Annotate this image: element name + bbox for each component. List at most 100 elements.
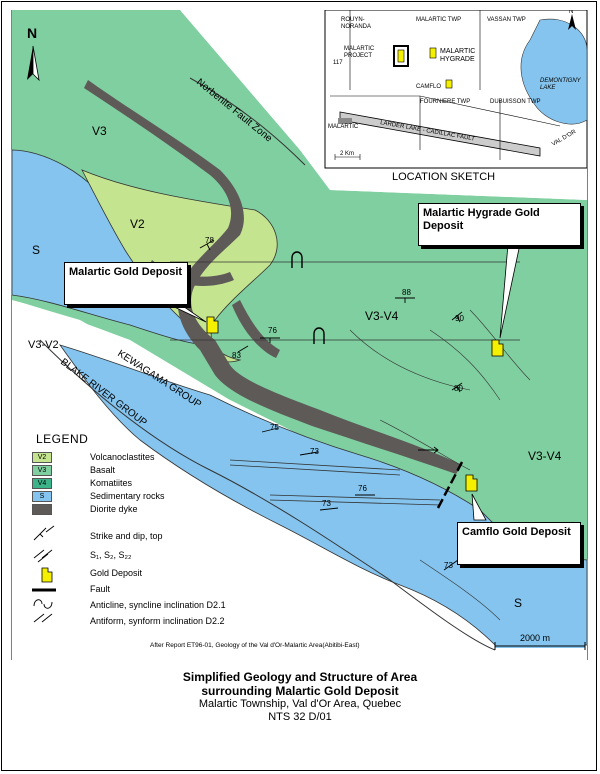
report-credit: After Report ET96-01, Geology of the Val…	[150, 642, 360, 649]
anticline-icon	[33, 599, 53, 609]
legend-title: LEGEND	[36, 432, 89, 446]
scale-bar: 2000 m	[494, 628, 586, 650]
unit-label-v3: V3	[92, 124, 107, 138]
trend-line-4	[419, 559, 501, 621]
callout-malartic-gold: Malartic Gold Deposit	[64, 262, 188, 305]
callout-malartic-hygrade-text: Malartic Hygrade Gold Deposit	[423, 207, 540, 232]
legend-row-diorite: Diorite dyke	[32, 504, 138, 515]
inset-rouyn: ROUYN-NORANDA	[341, 17, 371, 30]
diorite-dyke-3	[232, 300, 280, 358]
dip-value: 73	[322, 499, 331, 508]
dip-value: 88	[402, 288, 411, 297]
legend-row-v3: V3 Basalt	[32, 465, 115, 476]
inset-scale: 2 Km	[340, 151, 354, 157]
legend-row-s: S Sedimentary rocks	[32, 491, 165, 502]
legend-label-diorite: Diorite dyke	[90, 504, 138, 514]
legend-label-s: Sedimentary rocks	[90, 491, 165, 501]
caption-sub-line1: Malartic Township, Val d'Or Area, Quebec	[198, 698, 402, 710]
blake-river-contact	[39, 339, 496, 651]
caption-title-line1: Simplified Geology and Structure of Area	[182, 670, 418, 684]
dip-value: 76	[358, 484, 367, 493]
inset-north-letter: N	[569, 10, 573, 15]
legend-label-v3: Basalt	[90, 465, 116, 475]
north-arrow-letter: N	[27, 25, 37, 41]
trend-line-2	[429, 329, 501, 401]
fold-axis-3	[229, 459, 401, 471]
legend-swatch-diorite	[32, 504, 52, 515]
unit-label-v2: V2	[130, 217, 145, 231]
caption-sub-line2: NTS 32 D/01	[268, 711, 332, 723]
unit-label-s-east: S	[514, 596, 522, 610]
dip-values: 78 88 90 76 83 80 75 73 76 73 73	[205, 236, 464, 570]
unit-label-v3-v2: V3-V2	[28, 339, 59, 351]
inset-malartic-town: MALARTIC	[328, 124, 359, 130]
north-arrow: N	[27, 25, 40, 82]
inset-vassan-twp: VASSAN TWP	[487, 17, 526, 23]
anticline-symbol-1	[291, 251, 303, 268]
legend-label-antiform: Antiform, synform inclination D2.2	[90, 616, 225, 626]
dip-value: 83	[232, 351, 241, 360]
inset-route: 117	[333, 60, 343, 66]
legend-label-strike-dip: Strike and dip, top	[90, 531, 163, 541]
fold-axis-6	[269, 499, 441, 506]
diorite-dyke-1	[84, 80, 462, 474]
legend-label-fault: Fault	[90, 584, 111, 594]
fold-axis-4	[229, 464, 401, 476]
dip-value: 78	[205, 236, 214, 245]
legend-row-v2: V2 Volcanoclastites	[32, 452, 155, 463]
dip-value: 90	[455, 314, 464, 323]
figure-caption: Simplified Geology and Structure of Area…	[0, 670, 600, 724]
antiform-icon	[33, 613, 53, 623]
inset-camflo: CAMFLO	[416, 84, 441, 90]
legend-label-anticline: Anticline, syncline inclination D2.1	[90, 600, 226, 610]
fold-axis-5	[269, 494, 441, 501]
inset-malartic-twp: MALARTIC TWP	[416, 17, 461, 23]
legend-swatch-s: S	[32, 491, 52, 502]
legend-symbols	[32, 525, 56, 623]
strike-dip-icon	[33, 525, 55, 541]
dip-value: 75	[270, 423, 279, 432]
syncline-symbol-1	[313, 327, 325, 344]
gold-deposit-hygrade	[491, 339, 504, 357]
inset-fourniere: FOURNIERE TWP	[420, 99, 470, 105]
gold-deposit-icon	[41, 567, 53, 583]
legend-label-gold: Gold Deposit	[90, 568, 143, 578]
gold-deposit-camflo	[465, 474, 478, 492]
gold-deposit-malartic	[206, 316, 219, 334]
fault-camflo	[436, 461, 464, 509]
legend-label-v2: Volcanoclastites	[90, 452, 155, 462]
callout-camflo-text: Camflo Gold Deposit	[462, 526, 571, 538]
dip-value: 73	[444, 561, 453, 570]
legend-label-v4: Komatiites	[90, 478, 133, 488]
inset-dubuisson: DUBUISSON TWP	[490, 99, 541, 105]
unit-basalt-area	[12, 10, 587, 600]
dip-value: 76	[268, 326, 277, 335]
unit-label-v3-v4-center: V3-V4	[365, 309, 399, 323]
legend-swatch-v3: V3	[32, 465, 52, 476]
trend-line-5	[379, 419, 471, 471]
norbenite-fault	[189, 77, 306, 166]
callout-malartic-gold-text: Malartic Gold Deposit	[69, 266, 183, 278]
callout-camflo: Camflo Gold Deposit	[457, 522, 581, 565]
geology-map: V3 V2 S V3-V2 V3-V4 V3-V4 S Norbenite Fa…	[11, 10, 588, 660]
inset-fault-zone	[339, 111, 541, 157]
caption-title-line2: surrounding Malartic Gold Deposit	[201, 684, 399, 698]
legend-swatch-v4: V4	[32, 478, 52, 489]
unit-label-v3-v4-east: V3-V4	[528, 449, 562, 463]
legend-label-schistosity: S₁, S₂, S₂₂	[90, 550, 132, 560]
dip-value: 73	[310, 447, 319, 456]
legend-row-v4: V4 Komatiites	[32, 478, 132, 489]
schistosity-icon	[33, 549, 53, 563]
dip-symbols	[199, 239, 463, 571]
trend-line-1	[349, 329, 471, 391]
unit-sedimentary-kewagama	[58, 344, 588, 646]
unit-label-s-west: S	[32, 243, 40, 257]
north-arrow-icon	[27, 46, 33, 80]
dip-value: 80	[454, 384, 463, 393]
callout-pointer-camflo	[471, 493, 487, 521]
location-sketch-title: LOCATION SKETCH	[392, 171, 495, 183]
